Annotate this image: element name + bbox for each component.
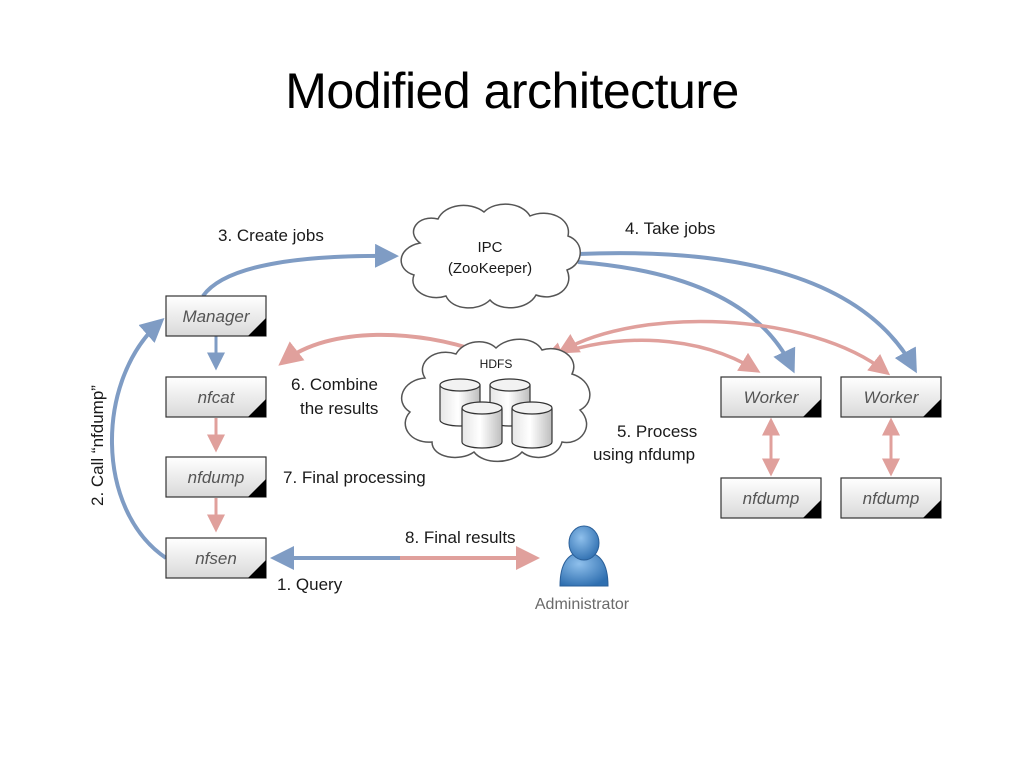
step-4-take-jobs-label: 4. Take jobs xyxy=(625,219,715,238)
worker-2-nfdump-label: nfdump xyxy=(863,489,920,508)
ipc-label: IPC xyxy=(477,239,502,256)
worker-2-box: Worker xyxy=(840,376,942,418)
database-cylinder-icon xyxy=(511,401,553,449)
step-8-final-results-label: 8. Final results xyxy=(405,528,516,547)
call-nfdump-arrow xyxy=(110,318,168,560)
nfdump-box: nfdump xyxy=(165,456,267,498)
worker-2-hdfs-arrow xyxy=(557,319,891,376)
administrator-user-icon xyxy=(559,525,609,587)
worker-2-label: Worker xyxy=(864,388,920,407)
step-5-process-label-line1: 5. Process xyxy=(617,422,697,441)
step-2-call-nfdump-label: 2. Call “nfdump” xyxy=(88,385,107,506)
step-1-query-label: 1. Query xyxy=(277,575,343,594)
hdfs-label: HDFS xyxy=(480,357,513,371)
manager-box: Manager xyxy=(165,295,267,337)
administrator-label: Administrator xyxy=(535,596,630,613)
take-jobs-arrow-1 xyxy=(577,260,796,374)
create-jobs-arrow xyxy=(201,243,399,298)
take-jobs-arrow-2 xyxy=(577,251,917,374)
manager-label: Manager xyxy=(182,307,250,326)
worker-1-nfdump-label: nfdump xyxy=(743,489,800,508)
nfcat-label: nfcat xyxy=(198,388,236,407)
ipc-cloud: IPC (ZooKeeper) xyxy=(400,203,581,309)
nfsen-label: nfsen xyxy=(195,549,237,568)
worker-1-label: Worker xyxy=(744,388,800,407)
step-7-final-processing-label: 7. Final processing xyxy=(283,468,426,487)
step-3-create-jobs-label: 3. Create jobs xyxy=(218,226,324,245)
step-5-process-label-line2: using nfdump xyxy=(593,445,695,464)
nfdump-label: nfdump xyxy=(188,468,245,487)
step-6-combine-label-line2: the results xyxy=(300,399,378,418)
database-cylinder-icon xyxy=(461,401,503,449)
worker-2-nfdump-box: nfdump xyxy=(840,477,942,519)
nfsen-box: nfsen xyxy=(165,537,267,579)
step-6-combine-label-line1: 6. Combine xyxy=(291,375,378,394)
worker-1-nfdump-box: nfdump xyxy=(720,477,822,519)
worker-1-box: Worker xyxy=(720,376,822,418)
slide-title: Modified architecture xyxy=(285,63,739,119)
nfcat-box: nfcat xyxy=(165,376,267,418)
hdfs-cloud: HDFS xyxy=(400,338,591,463)
combine-arrow xyxy=(278,332,481,366)
zookeeper-label: (ZooKeeper) xyxy=(448,260,532,277)
